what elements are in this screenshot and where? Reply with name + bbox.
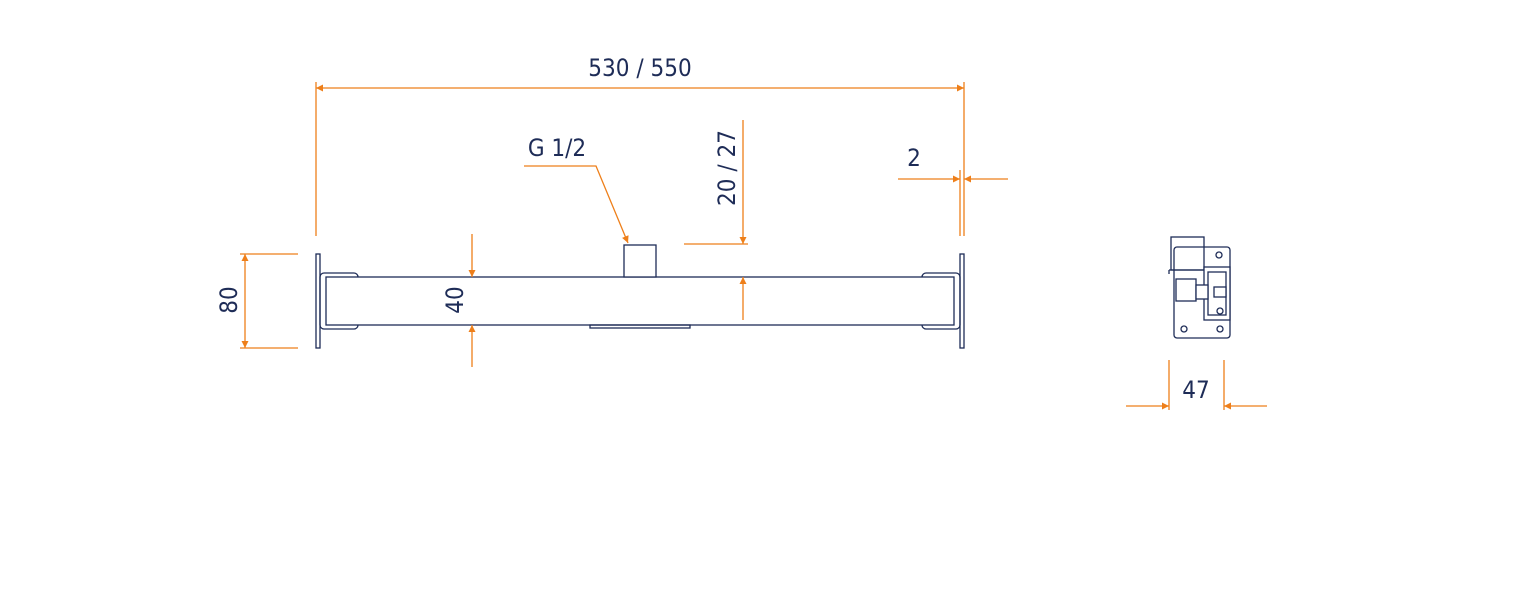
side-view: [1168, 236, 1231, 339]
side-screw-head: [1213, 286, 1227, 298]
side-depth-label: 47: [1182, 376, 1209, 404]
overall-width-label: 530 / 550: [588, 54, 691, 82]
side-bracket-hook: [1168, 269, 1204, 274]
main-bar: [325, 276, 955, 326]
thread-leader-line: [524, 165, 629, 244]
connection-stub: [623, 244, 657, 278]
mount-hole-top: [1215, 251, 1223, 259]
dimension-labels: 530 / 550 G 1/2 20 / 27 2 80 40 47: [215, 54, 1210, 404]
bottom-plate: [589, 324, 691, 329]
dimensions: [240, 82, 1267, 410]
wall-gap-label: 2: [907, 144, 921, 172]
connection-offset-label: 20 / 27: [713, 130, 741, 206]
side-connection-stub: [1170, 236, 1205, 271]
mount-hole-bottom-right: [1216, 325, 1224, 333]
side-nut: [1195, 284, 1209, 300]
side-clamp: [1175, 278, 1197, 302]
front-view: [315, 244, 965, 349]
mount-hole-bottom-left: [1180, 325, 1188, 333]
mount-hole-right: [1216, 307, 1224, 315]
total-height-label: 80: [215, 286, 243, 313]
connection-thread-label: G 1/2: [528, 134, 586, 162]
bar-height-label: 40: [441, 286, 469, 313]
